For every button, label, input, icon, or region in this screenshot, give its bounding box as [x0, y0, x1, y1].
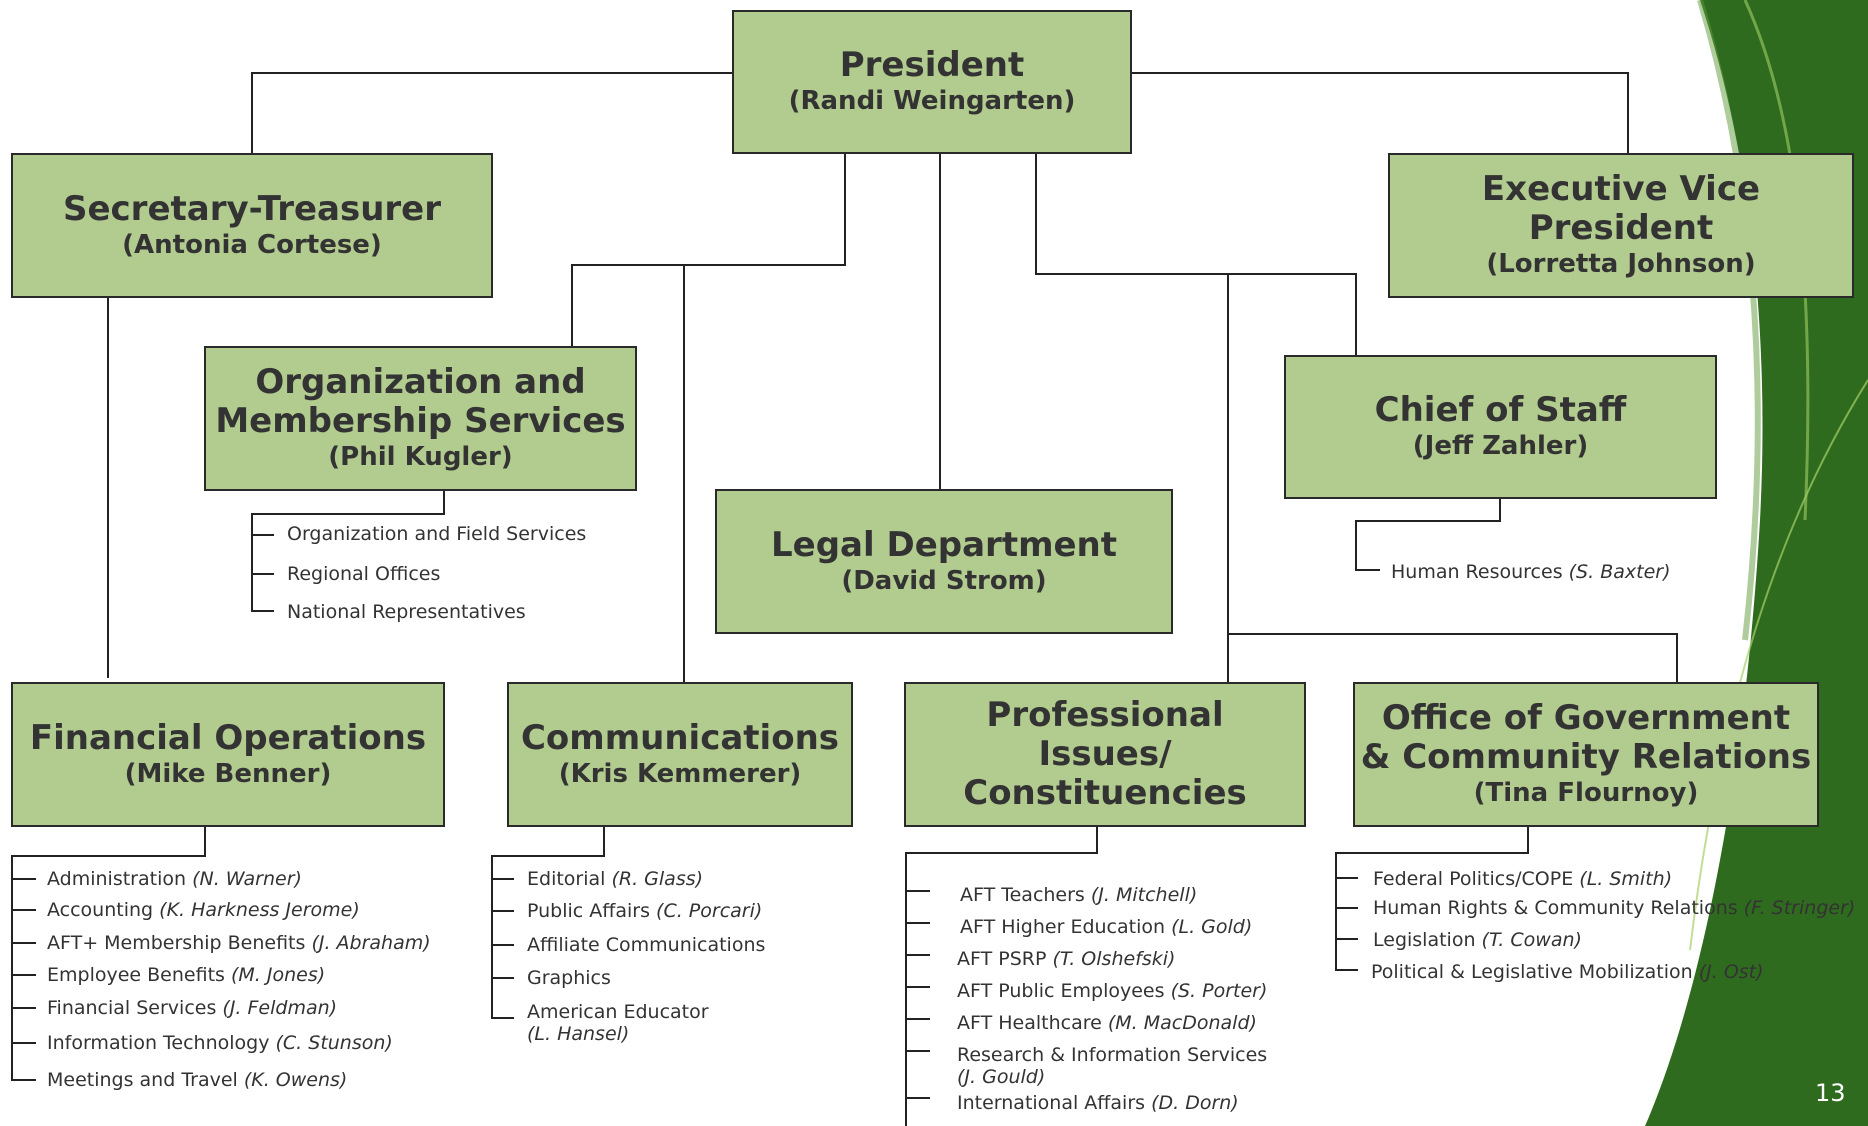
- executive-vp-box: Executive Vice President (Lorretta Johns…: [1388, 153, 1854, 298]
- government-title: Office of Government & Community Relatio…: [1360, 698, 1812, 777]
- legal-title: Legal Department: [770, 524, 1118, 565]
- president-title: President: [839, 45, 1025, 85]
- communications-title: Communications: [520, 717, 840, 758]
- list-item: Editorial (R. Glass): [527, 868, 704, 890]
- list-item: Administration (N. Warner): [47, 868, 302, 890]
- list-item: American Educator: [527, 1001, 709, 1023]
- list-item: National Representatives: [287, 601, 526, 623]
- list-item: Financial Services (J. Feldman): [47, 997, 338, 1019]
- list-item: Human Resources (S. Baxter): [1391, 561, 1671, 583]
- list-item: Affiliate Communications: [527, 934, 766, 956]
- legal-person: (David Strom): [841, 565, 1047, 596]
- list-item: International Affairs (D. Dorn): [957, 1092, 1239, 1114]
- chief-of-staff-person: (Jeff Zahler): [1412, 431, 1589, 461]
- communications-box: Communications (Kris Kemmerer): [507, 682, 853, 827]
- list-item: Research & Information Services: [957, 1044, 1268, 1066]
- list-item: Human Rights & Community Relations (F. S…: [1373, 897, 1856, 919]
- list-item: AFT PSRP (T. Olshefski): [957, 948, 1176, 970]
- list-item: AFT+ Membership Benefits (J. Abraham): [47, 932, 431, 954]
- government-relations-box: Office of Government & Community Relatio…: [1353, 682, 1819, 827]
- communications-person: (Kris Kemmerer): [558, 758, 802, 789]
- org-membership-person: (Phil Kugler): [328, 442, 513, 472]
- government-person: (Tina Flournoy): [1473, 778, 1699, 808]
- chief-of-staff-box: Chief of Staff (Jeff Zahler): [1284, 355, 1717, 499]
- list-item-name: (J. Gould): [957, 1066, 1046, 1088]
- secretary-treasurer-box: Secretary-Treasurer (Antonia Cortese): [11, 153, 493, 298]
- list-item: Public Affairs (C. Porcari): [527, 900, 763, 922]
- legal-department-box: Legal Department (David Strom): [715, 489, 1173, 634]
- slide-number: 13: [1815, 1079, 1846, 1107]
- org-membership-box: Organization and Membership Services (Ph…: [204, 346, 637, 491]
- secretary-treasurer-title: Secretary-Treasurer: [62, 188, 442, 229]
- list-item: Federal Politics/COPE (L. Smith): [1373, 868, 1673, 890]
- list-item: AFT Healthcare (M. MacDonald): [957, 1012, 1257, 1034]
- list-item: Employee Benefits (M. Jones): [47, 964, 326, 986]
- financial-person: (Mike Benner): [124, 758, 332, 789]
- list-item: Accounting (K. Harkness Jerome): [47, 899, 360, 921]
- list-item: AFT Teachers (J. Mitchell): [960, 884, 1198, 906]
- list-item: Regional Offices: [287, 563, 441, 585]
- org-membership-title: Organization and Membership Services: [215, 362, 626, 441]
- list-item: Information Technology (C. Stunson): [47, 1032, 393, 1054]
- list-item: Political & Legislative Mobilization (J.…: [1371, 961, 1764, 983]
- list-item: AFT Higher Education (L. Gold): [960, 916, 1253, 938]
- list-item: Legislation (T. Cowan): [1373, 929, 1582, 951]
- professional-title: Professional Issues/ Constituencies: [963, 695, 1247, 813]
- president-box: President (Randi Weingarten): [732, 10, 1132, 154]
- list-item: Organization and Field Services: [287, 523, 587, 545]
- list-item: AFT Public Employees (S. Porter): [957, 980, 1268, 1002]
- executive-vp-title: Executive Vice President: [1481, 169, 1761, 248]
- secretary-treasurer-person: (Antonia Cortese): [122, 229, 382, 260]
- list-item: Meetings and Travel (K. Owens): [47, 1069, 348, 1091]
- executive-vp-person: (Lorretta Johnson): [1486, 249, 1756, 279]
- list-item: Graphics: [527, 967, 611, 989]
- financial-operations-box: Financial Operations (Mike Benner): [11, 682, 445, 827]
- professional-issues-box: Professional Issues/ Constituencies: [904, 682, 1306, 827]
- chief-of-staff-title: Chief of Staff: [1374, 390, 1627, 430]
- president-person: (Randi Weingarten): [788, 86, 1076, 116]
- list-item-name: (L. Hansel): [527, 1023, 630, 1045]
- financial-title: Financial Operations: [29, 717, 427, 758]
